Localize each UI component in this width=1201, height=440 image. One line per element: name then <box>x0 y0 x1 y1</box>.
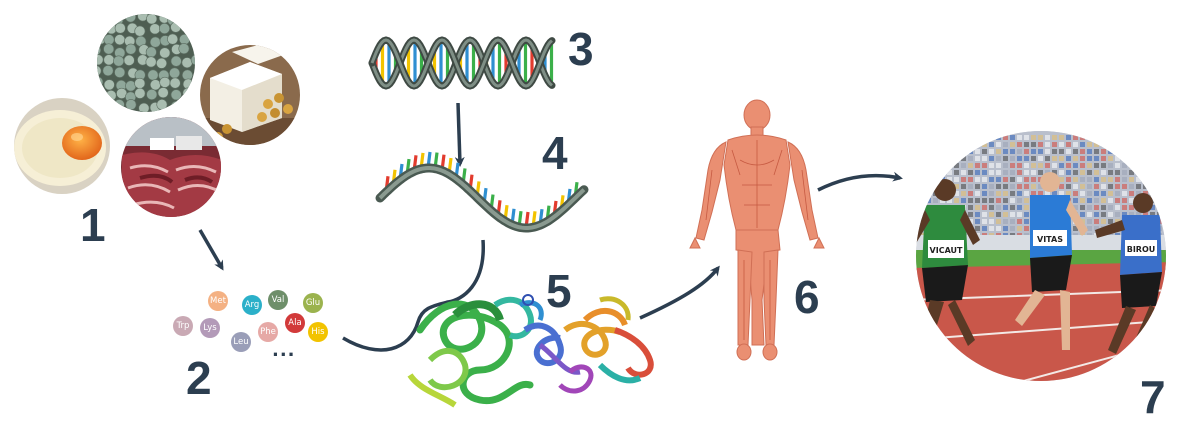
step-number-3: 3 <box>568 23 594 75</box>
step-number-7: 7 <box>1140 371 1166 423</box>
arrow-food-to-amino-acids <box>198 229 224 271</box>
amino-acids-ellipsis: ... <box>272 340 296 361</box>
human-muscle-figure <box>689 99 825 361</box>
amino-acid-val: Val <box>268 290 288 310</box>
step-number-4: 4 <box>542 127 568 179</box>
step-number-1: 1 <box>80 199 106 251</box>
egg-photo <box>14 98 110 194</box>
bib-label-3: BIROU <box>1127 245 1156 254</box>
amino-acid-trp: Trp <box>173 316 193 336</box>
arrow-protein-to-body <box>639 265 720 320</box>
arrow-body-to-performance <box>817 171 903 192</box>
amino-acid-ala: Ala <box>285 313 305 333</box>
peas-photo <box>97 14 195 112</box>
amino-acid-his: His <box>308 322 328 342</box>
amino-acid-met: Met <box>208 291 228 311</box>
arrow-dna-to-mrna <box>454 102 465 167</box>
muscle-lines <box>705 140 809 340</box>
mrna-strand <box>375 151 589 233</box>
sprinters-race-photo <box>916 131 1166 381</box>
tofu-photo <box>200 45 300 145</box>
amino-acid-arg: Arg <box>242 295 262 315</box>
bib-label-2: VITAS <box>1037 235 1063 244</box>
amino-acid-phe: Phe <box>258 322 278 342</box>
connector-mrna-and-amino-acids-to-protein <box>342 239 485 352</box>
step-number-5: 5 <box>546 265 572 317</box>
amino-acid-leu: Leu <box>231 332 251 352</box>
dna-double-helix <box>368 36 556 90</box>
step-number-6: 6 <box>794 271 820 323</box>
amino-acid-lys: Lys <box>200 318 220 338</box>
bib-label-1: VICAUT <box>930 246 963 255</box>
meat-photo <box>121 117 221 217</box>
step-number-2: 2 <box>186 352 212 404</box>
amino-acid-glu: Glu <box>303 293 323 313</box>
protein-ribbon-structure <box>407 294 654 408</box>
